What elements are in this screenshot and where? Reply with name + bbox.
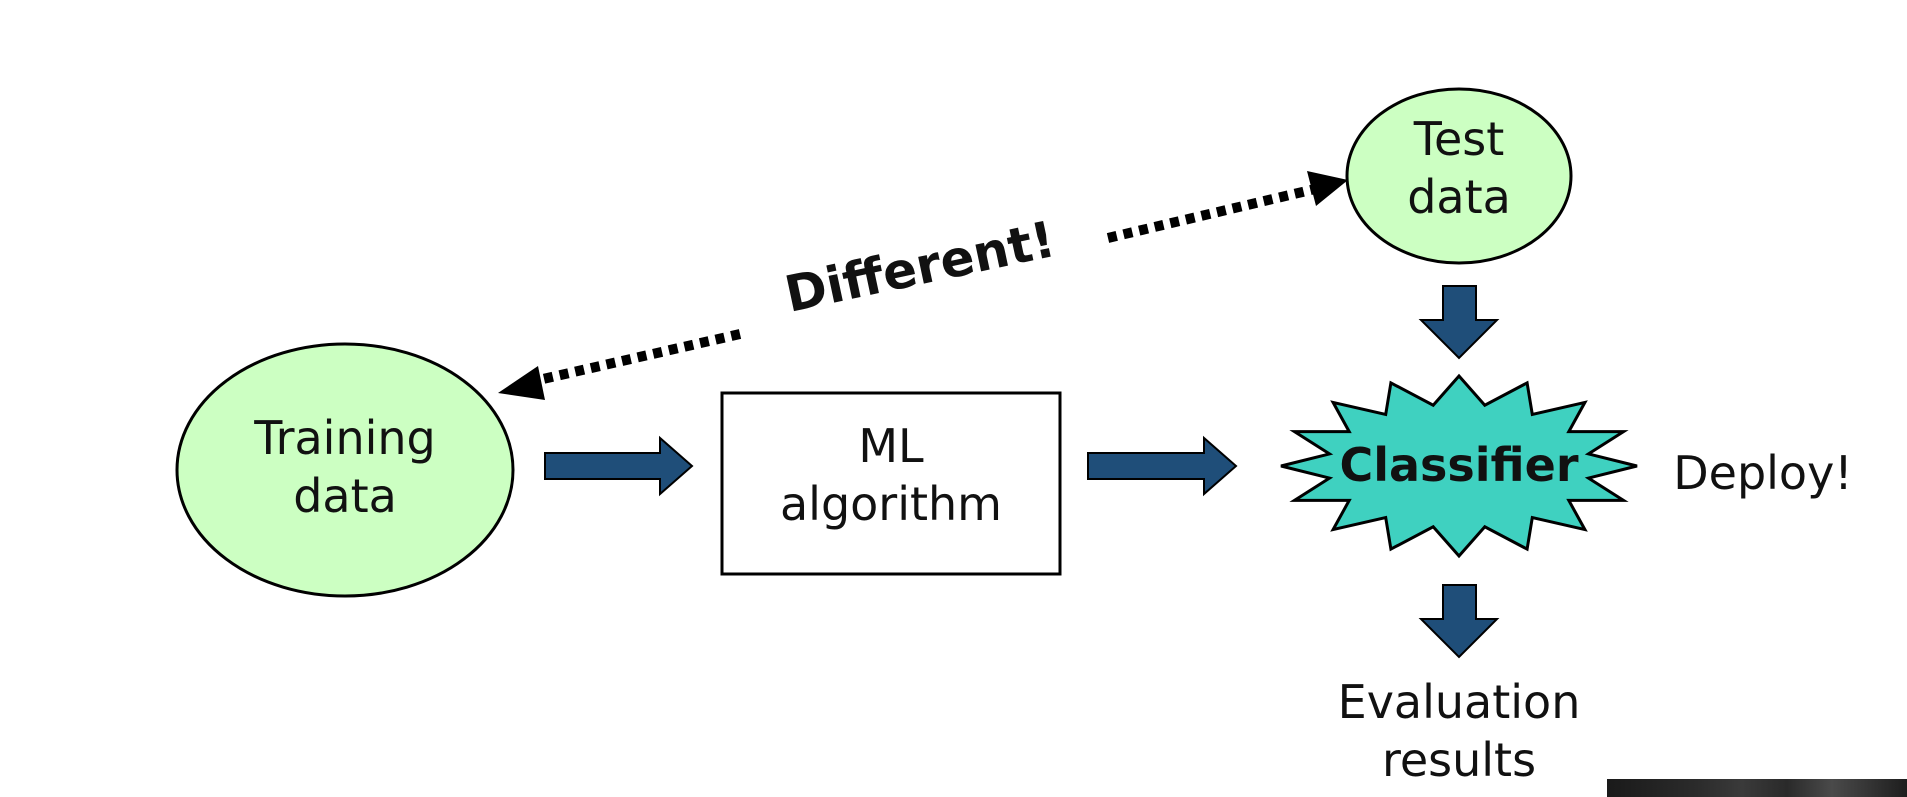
deploy-label: Deploy! — [1673, 446, 1853, 500]
arrow-ml-to-classifier — [1087, 435, 1238, 497]
test-data-label-line1: Test — [1413, 112, 1505, 166]
arrow-classifier-to-evaluation — [1418, 584, 1500, 659]
different-arrowhead-right — [1307, 171, 1348, 206]
training-data-ellipse — [175, 342, 515, 598]
ml-algorithm-box — [720, 391, 1062, 576]
test-data-label: Test data — [1379, 111, 1539, 226]
training-data-label-line2: data — [293, 468, 397, 523]
different-dotted-line-right — [1106, 184, 1317, 243]
test-data-label-line2: data — [1407, 169, 1511, 224]
training-data-label-line1: Training — [254, 411, 436, 465]
training-data-label: Training data — [245, 410, 445, 525]
ml-algorithm-label-line1: ML — [858, 419, 924, 473]
evaluation-results-label-line1: Evaluation — [1337, 675, 1581, 729]
arrow-training-to-ml — [544, 435, 694, 497]
test-data-ellipse — [1345, 87, 1573, 265]
arrow-test-to-classifier — [1418, 285, 1500, 360]
different-arrowhead-left — [498, 366, 545, 400]
evaluation-results-label-line2: results — [1381, 732, 1537, 787]
video-thumbnail — [1607, 779, 1907, 797]
ml-algorithm-label: ML algorithm — [741, 418, 1041, 533]
classifier-starburst — [1280, 373, 1638, 559]
different-dotted-line-left — [528, 329, 742, 387]
ml-algorithm-label-line2: algorithm — [779, 476, 1002, 531]
evaluation-results-label: Evaluation results — [1309, 674, 1609, 789]
classifier-label: Classifier — [1339, 438, 1579, 492]
